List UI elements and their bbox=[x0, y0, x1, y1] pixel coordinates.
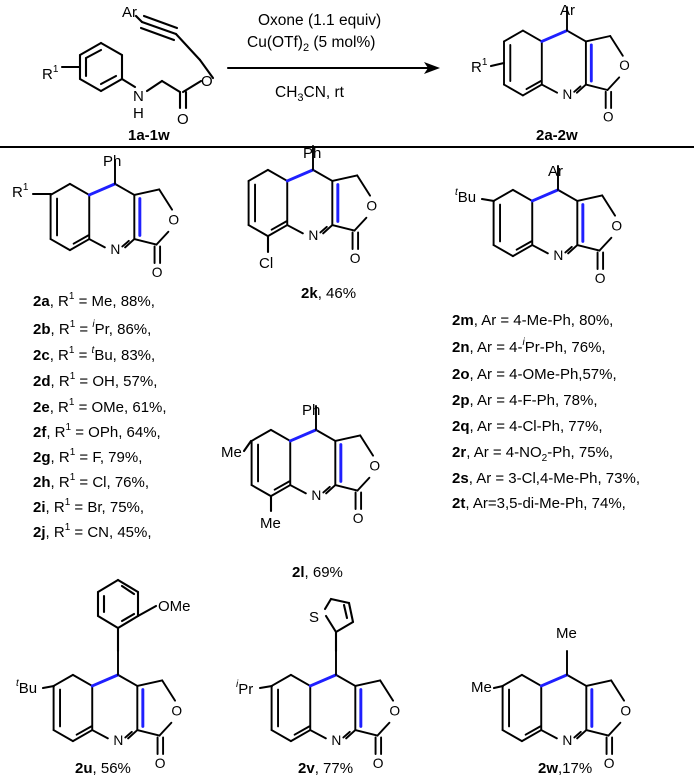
compound-2k: 2k, 46% bbox=[301, 285, 356, 302]
tbu-label: tBu bbox=[455, 187, 476, 206]
tbu-label: tBu bbox=[16, 678, 37, 697]
atom-O: O bbox=[177, 111, 189, 128]
reagent-solvent: CH3CN, rt bbox=[275, 84, 345, 104]
compound-2a: 2a, R1 = Me, 88%, bbox=[33, 291, 155, 310]
compound-2h: 2h, R1 = Cl, 76%, bbox=[33, 472, 149, 491]
compound-2c: 2c, R1 = tBu, 83%, bbox=[33, 345, 155, 364]
reagent-catalyst: Cu(OTf)2 (5 mol%) bbox=[247, 34, 375, 54]
r1-label: R1 bbox=[42, 64, 59, 83]
atom-Ar: Ar bbox=[122, 4, 137, 21]
atom-Ar: Ar bbox=[548, 163, 563, 180]
compound-2e: 2e, R1 = OMe, 61%, bbox=[33, 397, 167, 416]
ipr-label: iPr bbox=[236, 679, 253, 698]
atom-Me: Me bbox=[471, 679, 492, 696]
compound-2i: 2i, R1 = Br, 75%, bbox=[33, 497, 144, 516]
compound-2l: 2l, 69% bbox=[292, 564, 343, 581]
compound-2f: 2f, R1 = OPh, 64%, bbox=[33, 422, 161, 441]
compound-2r: 2r, Ar = 4-NO2-Ph, 75%, bbox=[452, 444, 613, 464]
atom-Ph: Ph bbox=[302, 402, 320, 419]
compound-2o: 2o, Ar = 4-OMe-Ph,57%, bbox=[452, 366, 617, 383]
compound-2u: 2u, 56% bbox=[75, 760, 131, 777]
atom-Ph: Ph bbox=[303, 145, 321, 162]
structure-2w: Me Me bbox=[471, 625, 633, 773]
reaction-conditions: Oxone (1.1 equiv) Cu(OTf)2 (5 mol%) CH3C… bbox=[226, 12, 440, 104]
atom-H: H bbox=[133, 105, 144, 122]
structure-2a-2j: Ph R1 bbox=[12, 153, 181, 282]
compound-2m: 2m, Ar = 4-Me-Ph, 80%, bbox=[452, 312, 613, 329]
compound-2n: 2n, Ar = 4-iPr-Ph, 76%, bbox=[452, 337, 606, 356]
compound-2b: 2b, R1 = iPr, 86%, bbox=[33, 319, 151, 338]
atom-N: N bbox=[133, 88, 144, 105]
compound-2v: 2v, 77% bbox=[298, 760, 353, 777]
r1-label: R1 bbox=[12, 182, 29, 201]
atom-Me: Me bbox=[260, 515, 281, 532]
r1-label: R1 bbox=[471, 57, 488, 76]
atom-S: S bbox=[309, 609, 319, 626]
compound-2q: 2q, Ar = 4-Cl-Ph, 77%, bbox=[452, 418, 603, 435]
atom-OMe: OMe bbox=[158, 598, 191, 615]
structure-2u: OMe tBu bbox=[16, 578, 191, 773]
yield-list-2m-2t: 2m, Ar = 4-Me-Ph, 80%, 2n, Ar = 4-iPr-Ph… bbox=[452, 312, 640, 512]
atom-Me: Me bbox=[556, 625, 577, 642]
atom-Ar: Ar bbox=[560, 2, 575, 19]
compound-2t: 2t, Ar=3,5-di-Me-Ph, 74%, bbox=[452, 495, 626, 512]
substrate-label: 1a-1w bbox=[128, 127, 170, 144]
substrate-structure: R1 N H O O Ar bbox=[42, 4, 215, 128]
structure-2k: Ph Cl bbox=[247, 144, 379, 272]
compound-2p: 2p, Ar = 4-F-Ph, 78%, bbox=[452, 392, 597, 409]
compound-2s: 2s, Ar = 3-Cl,4-Me-Ph, 73%, bbox=[452, 470, 640, 487]
atom-Ph: Ph bbox=[103, 153, 121, 170]
structure-2m-2t: Ar tBu bbox=[455, 163, 624, 288]
atom-O: O bbox=[201, 73, 213, 90]
product-structure: Ar R1 bbox=[471, 2, 632, 126]
structure-2v: S iPr bbox=[236, 597, 402, 773]
arrow-head bbox=[424, 62, 440, 74]
compound-2d: 2d, R1 = OH, 57%, bbox=[33, 371, 157, 390]
structure-2l: Ph Me Me bbox=[221, 402, 382, 532]
yield-list-2a-2j: 2a, R1 = Me, 88%, 2b, R1 = iPr, 86%, 2c,… bbox=[33, 291, 167, 541]
atom-Me: Me bbox=[221, 444, 242, 461]
atom-Cl: Cl bbox=[259, 255, 273, 272]
compound-2j: 2j, R1 = CN, 45%, bbox=[33, 522, 152, 541]
product-label: 2a-2w bbox=[536, 127, 578, 144]
reagent-oxone: Oxone (1.1 equiv) bbox=[258, 12, 381, 29]
compound-2g: 2g, R1 = F, 79%, bbox=[33, 447, 142, 466]
compound-2w: 2w,17% bbox=[538, 760, 592, 777]
